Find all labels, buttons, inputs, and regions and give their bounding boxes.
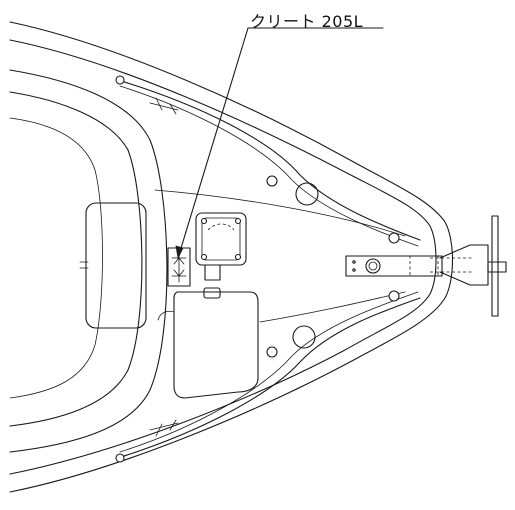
deck-line-top [154, 189, 406, 237]
hatch-cover-upper [195, 212, 247, 266]
bungee-upper-inner [119, 85, 419, 247]
bow-handle-grip [491, 215, 499, 317]
hull-gunwale-inner [9, 39, 437, 475]
deck-boss [295, 182, 319, 206]
seat-pad [85, 202, 147, 329]
deck-boss [292, 325, 316, 349]
hatch-screw [234, 253, 242, 261]
bow-plate-rivet [352, 260, 356, 264]
deck-eyelet [115, 75, 125, 85]
callout-arrowhead [175, 245, 184, 260]
hatch-neck [204, 264, 221, 281]
hull-outer-edge [9, 21, 454, 493]
bow-handle-hidden [430, 257, 472, 273]
bungee-lower-inner [119, 291, 419, 453]
rail-cleat-lower [149, 419, 179, 437]
deck-eyelet [388, 290, 400, 302]
deck-eyelet [266, 175, 278, 187]
storage-lid-handle [203, 287, 221, 299]
hatch-cover-upper-inner [201, 217, 241, 261]
bow-plate [345, 255, 443, 277]
cockpit-coaming-inner [9, 91, 143, 427]
bow-handle-strap [439, 244, 489, 286]
bow-plate-slot [409, 255, 439, 277]
cleat-callout-label: クリート 205L [250, 12, 364, 31]
bow-plate-bolt-inner [368, 261, 378, 271]
bungee-lower-outer [117, 297, 421, 459]
bow-handle-bar [487, 261, 507, 273]
hatch-screw [200, 217, 208, 225]
deck-eyelet [115, 453, 125, 463]
deck-eyelet [388, 232, 400, 244]
deck-eyelet [266, 346, 278, 358]
bow-plate-rivet [352, 268, 356, 272]
cockpit-coaming-outer [9, 69, 168, 453]
hatch-screw [200, 253, 208, 261]
rail-cleat-upper [149, 97, 179, 115]
storage-lid-edge [157, 310, 175, 321]
cleat-205l-horn [171, 251, 187, 283]
hatch-screw [234, 217, 242, 225]
storage-lid [173, 291, 259, 399]
bow-plate-bolt [365, 258, 381, 274]
cockpit-floor-edge [9, 117, 103, 399]
deck-line-bottom [259, 291, 406, 323]
callout-leader [177, 27, 384, 259]
hatch-hidden-line [207, 223, 235, 231]
bungee-upper-outer [117, 79, 421, 241]
